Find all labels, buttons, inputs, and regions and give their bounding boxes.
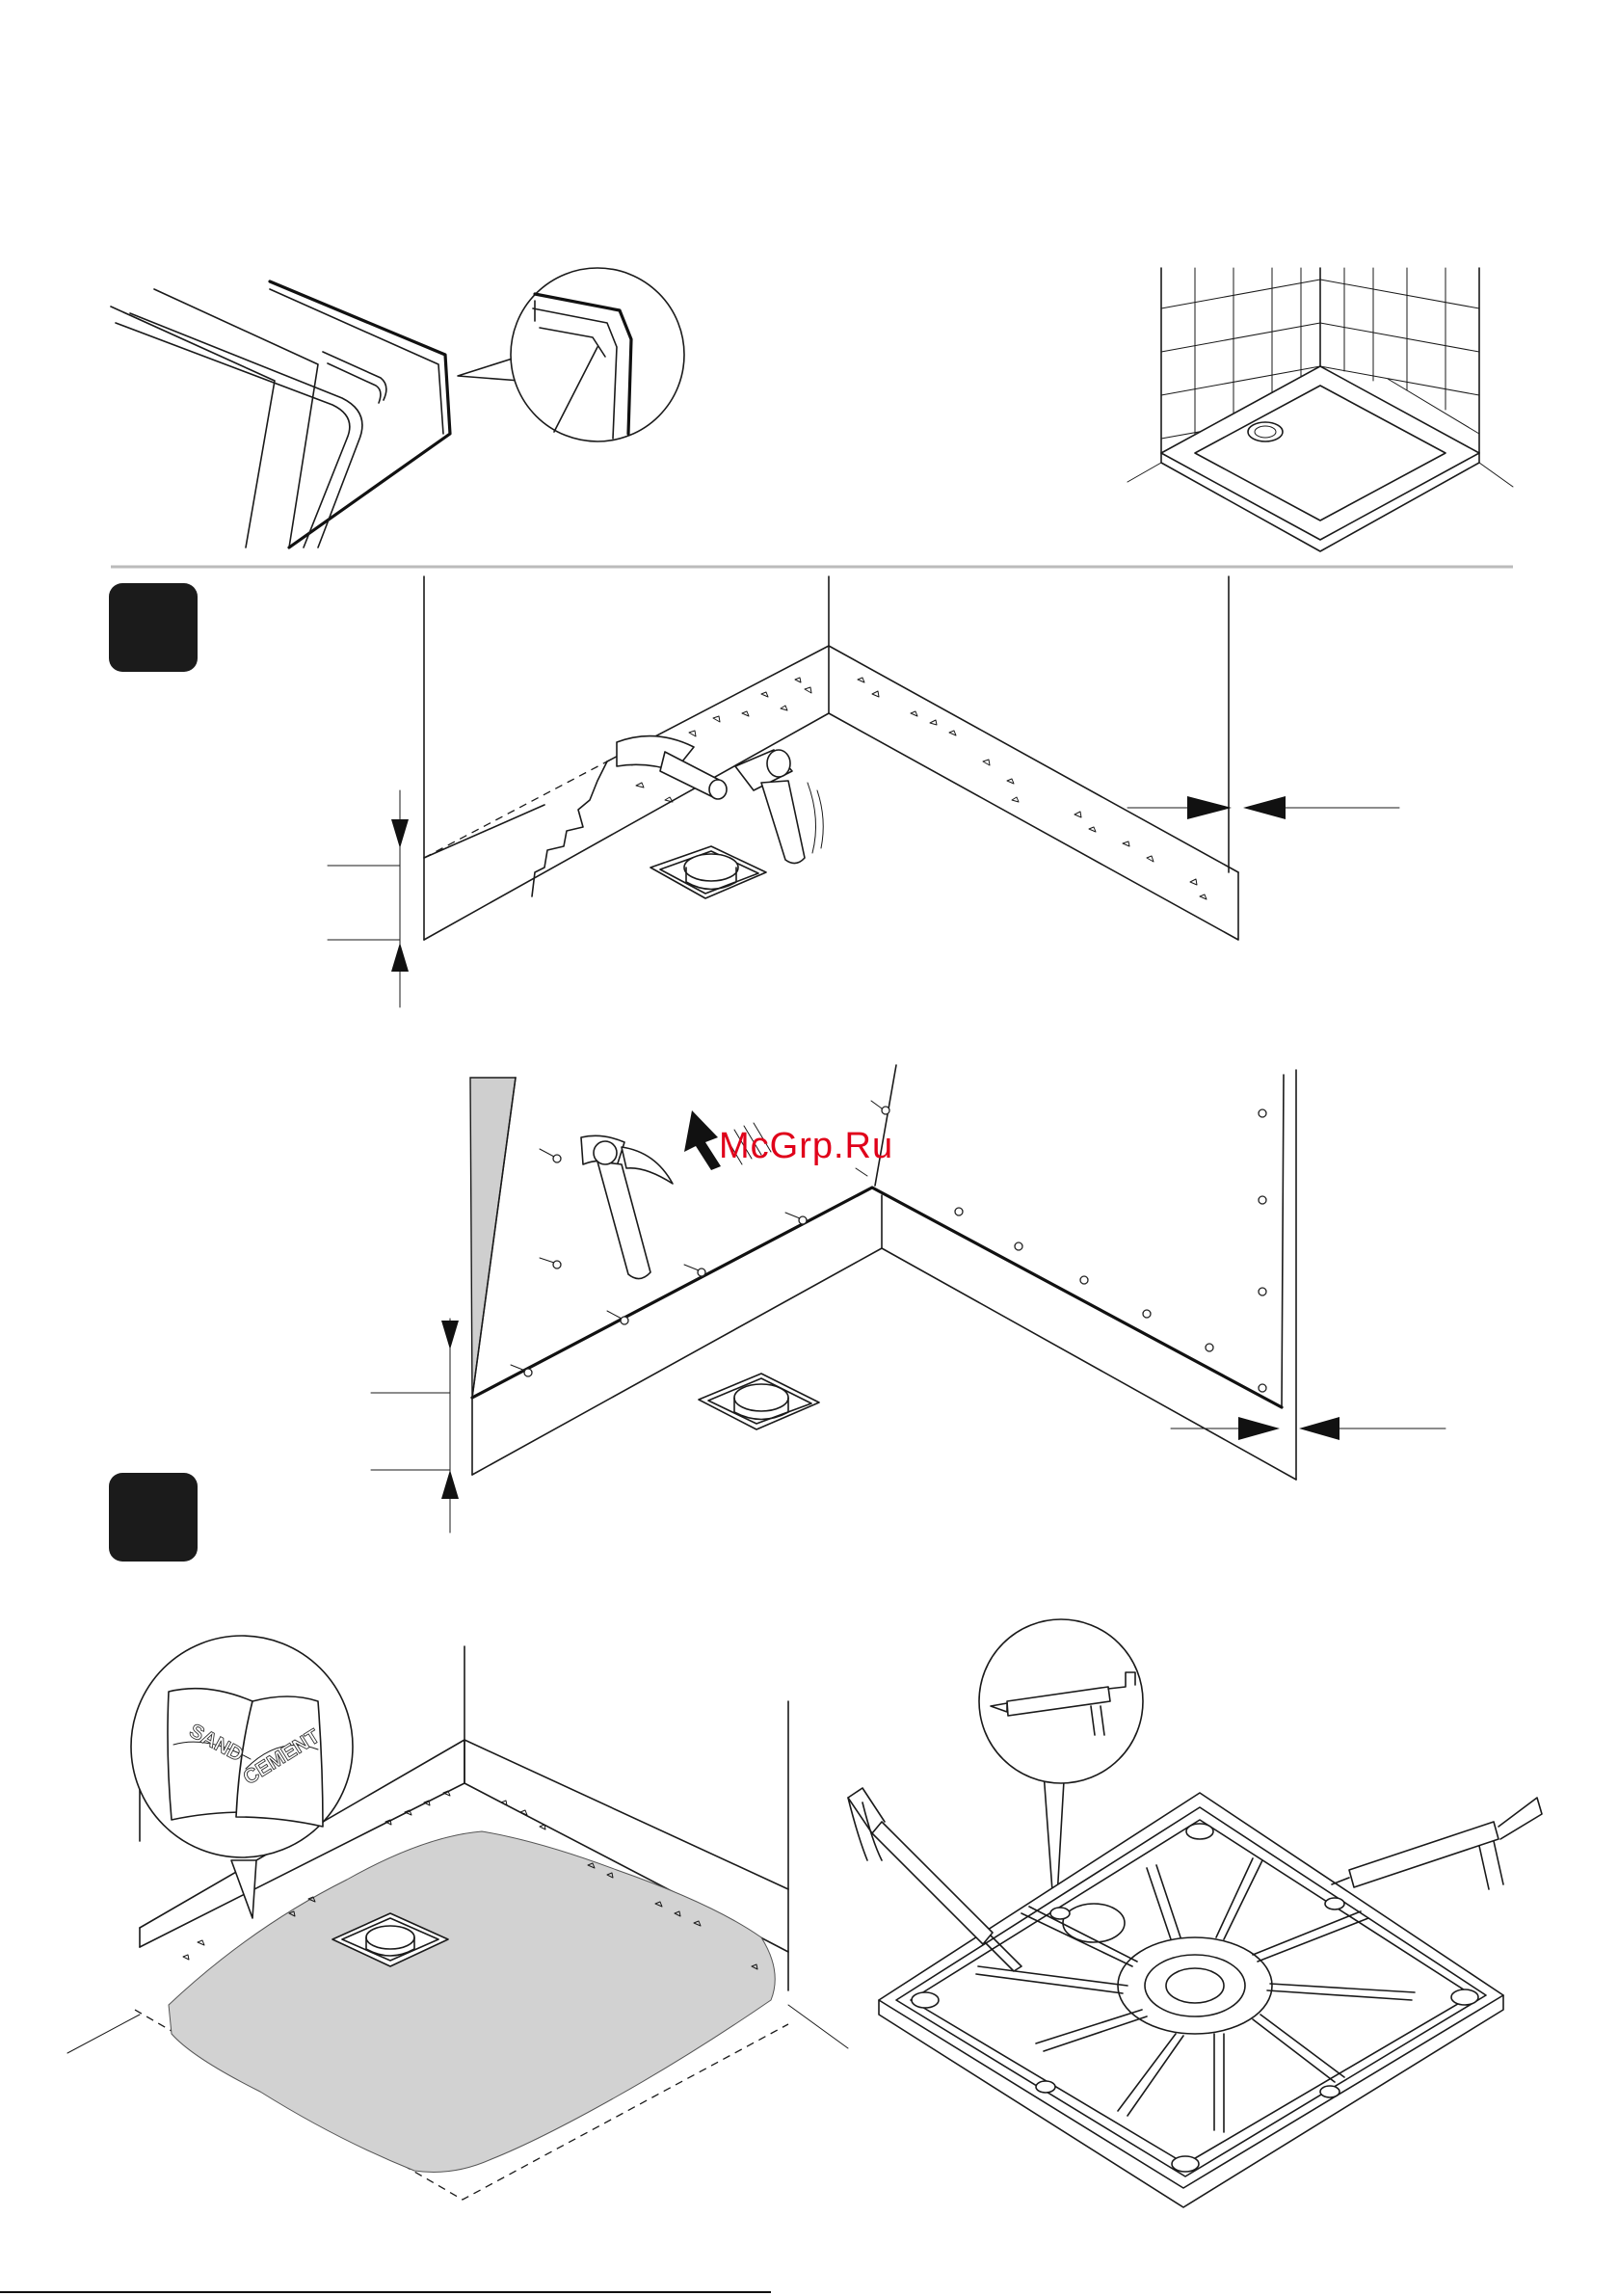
tray-edge-detail [111, 268, 684, 547]
watermark-text: McGrp.Ru [719, 1126, 893, 1167]
mortar-bed: SAND CEMENT [67, 1636, 848, 2200]
panel-fixing [371, 1065, 1446, 1533]
tile-removal [328, 576, 1399, 1007]
tray-sealant [848, 1619, 1542, 2207]
step-badge-1 [109, 583, 198, 672]
installed-tray-corner [1127, 268, 1513, 551]
step-badge-2 [109, 1473, 198, 1562]
